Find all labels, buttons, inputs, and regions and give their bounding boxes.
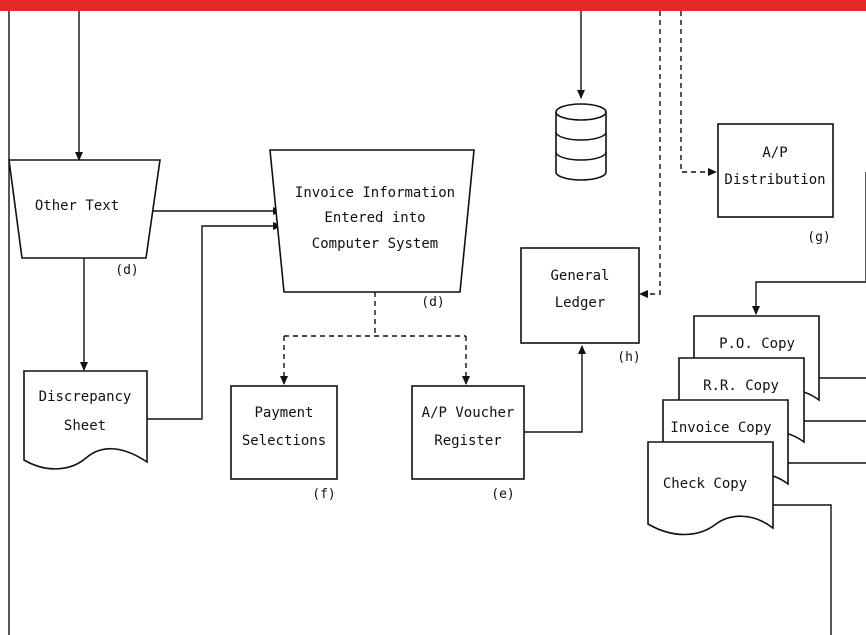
ap-voucher-register-node: A/P Voucher Register (e): [411, 385, 525, 502]
check-copy-label: Check Copy: [663, 476, 747, 492]
connector-discrepancy-to-invoice-entry: [147, 222, 282, 420]
rr-copy-label: R.R. Copy: [703, 378, 779, 394]
document-stack: P.O. Copy R.R. Copy Invoice Copy Check C…: [647, 315, 820, 536]
connector-voucher-to-ledger: [524, 345, 586, 433]
invoice-copy-label: Invoice Copy: [670, 420, 771, 436]
invoice-entry-line2: Entered into: [324, 210, 425, 226]
invoice-entry-ref: (d): [421, 295, 444, 310]
invoice-entry-line1: Invoice Information: [295, 185, 455, 201]
ap-distribution-ref: (g): [807, 230, 830, 245]
ap-distribution-line2: Distribution: [724, 172, 825, 188]
check-copy-document: Check Copy: [647, 441, 774, 536]
ap-distribution-line1: A/P: [762, 145, 787, 161]
discrepancy-sheet-node: Discrepancy Sheet: [23, 370, 148, 470]
connectors: [75, 11, 866, 635]
connector-dashed-to-general-ledger: [639, 11, 661, 298]
other-text-ref: (d): [115, 263, 138, 278]
invoice-entry-line3: Computer System: [312, 236, 438, 252]
connector-dashed-to-ap-distribution: [680, 11, 717, 176]
ap-voucher-register-ref: (e): [491, 487, 514, 502]
payment-selections-line1: Payment: [254, 405, 313, 421]
payment-selections-line2: Selections: [242, 433, 326, 449]
general-ledger-node: General Ledger (h): [520, 247, 641, 365]
ap-voucher-register-line2: Register: [434, 433, 501, 449]
connector-check-copy-out: [773, 504, 832, 635]
other-text-label: Other Text: [35, 198, 119, 214]
general-ledger-ref: (h): [617, 350, 640, 365]
general-ledger-line2: Ledger: [555, 295, 606, 311]
database-cylinder-icon: [555, 103, 607, 181]
connector-dashed-split: [284, 292, 466, 337]
payment-selections-node: Payment Selections (f): [230, 385, 338, 502]
po-copy-label: P.O. Copy: [719, 336, 795, 352]
header-band: [0, 0, 866, 11]
ap-voucher-register-line1: A/P Voucher: [422, 405, 515, 421]
connector-right-to-po-copy: [752, 172, 866, 315]
discrepancy-sheet-line2: Sheet: [64, 418, 106, 434]
discrepancy-sheet-line1: Discrepancy: [39, 389, 132, 405]
other-text-node: Other Text (d): [8, 159, 161, 278]
payment-selections-ref: (f): [312, 487, 335, 502]
general-ledger-line1: General: [550, 268, 609, 284]
ap-distribution-node: A/P Distribution (g): [717, 123, 834, 245]
invoice-entry-node: Invoice Information Entered into Compute…: [269, 149, 475, 310]
